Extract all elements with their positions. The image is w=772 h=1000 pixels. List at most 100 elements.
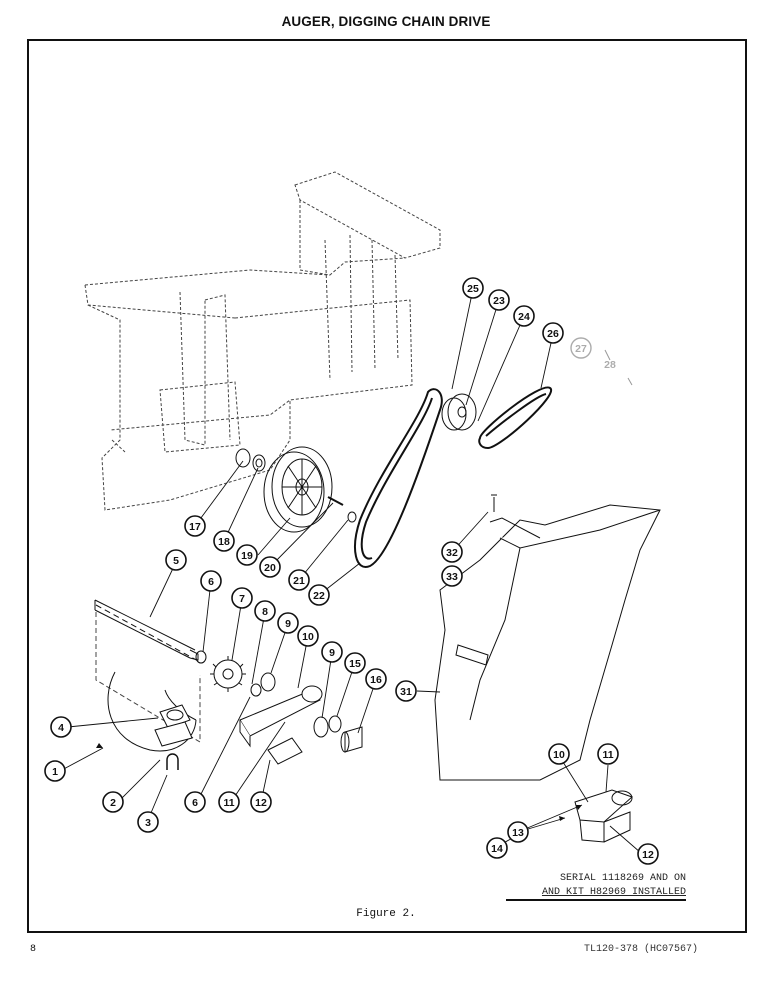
callout-labels: 1 2 3 4 5 6 6 7 8 9 10 9 15 16 11 12 31 … (44, 277, 659, 865)
callout-16: 16 (365, 668, 387, 690)
callout-4: 4 (50, 716, 72, 738)
svg-text:6: 6 (192, 797, 198, 809)
callout-26: 26 (542, 322, 564, 344)
assembly-outline (95, 612, 201, 743)
belt-guard (434, 504, 661, 781)
callout-28: 28 (604, 359, 616, 371)
callout-14: 14 (486, 837, 508, 859)
small-belt (478, 386, 553, 450)
svg-text:22: 22 (313, 590, 325, 602)
document-reference: TL120-378 (HC07567) (583, 944, 698, 955)
auger-frame-housing (84, 171, 441, 511)
page-title: AUGER, DIGGING CHAIN DRIVE (281, 14, 491, 29)
svg-text:16: 16 (370, 674, 382, 686)
callout-19: 19 (236, 544, 258, 566)
callout-3: 3 (137, 811, 159, 833)
key-20 (327, 496, 344, 506)
callout-9a: 9 (277, 612, 299, 634)
serial-note-line1: SERIAL 1118269 AND ON (559, 873, 686, 884)
svg-text:6: 6 (208, 576, 214, 588)
callout-15: 15 (344, 652, 366, 674)
svg-text:12: 12 (255, 797, 267, 809)
svg-text:12: 12 (642, 849, 654, 861)
svg-text:10: 10 (553, 749, 565, 761)
svg-text:32: 32 (446, 547, 458, 559)
svg-text:33: 33 (446, 571, 458, 583)
washer-17-18 (235, 448, 266, 472)
svg-text:27: 27 (575, 343, 587, 355)
svg-text:3: 3 (145, 817, 151, 829)
u-bolt (166, 753, 179, 770)
svg-text:7: 7 (239, 593, 245, 605)
svg-text:11: 11 (223, 797, 234, 809)
sprocket (210, 656, 246, 692)
snap-ring-6b (250, 683, 262, 697)
callout-33: 33 (441, 565, 463, 587)
callout-23: 23 (488, 289, 510, 311)
svg-text:17: 17 (189, 521, 201, 533)
leader-arrows (96, 743, 582, 821)
large-pulley (263, 446, 333, 533)
callout-17: 17 (184, 515, 206, 537)
callout-6b: 6 (184, 791, 206, 813)
callout-11a: 11 (218, 791, 240, 813)
callout-7: 7 (231, 587, 253, 609)
kit-inset-bracket (574, 789, 633, 843)
callout-22: 22 (308, 584, 330, 606)
svg-text:14: 14 (491, 843, 503, 855)
drive-shaft (94, 599, 201, 663)
callout-12a: 12 (250, 791, 272, 813)
ring-21 (347, 511, 357, 523)
callout-5: 5 (165, 549, 187, 571)
callout-32: 32 (441, 541, 463, 563)
small-pulley (441, 393, 477, 431)
svg-text:4: 4 (58, 722, 64, 734)
figure-frame (27, 39, 747, 933)
callout-1: 1 (44, 760, 66, 782)
svg-text:1: 1 (52, 766, 58, 778)
callout-10a: 10 (297, 625, 319, 647)
svg-text:15: 15 (349, 658, 361, 670)
bracket-12 (267, 737, 303, 765)
svg-text:26: 26 (547, 328, 559, 340)
svg-text:28: 28 (604, 359, 616, 371)
svg-text:23: 23 (493, 295, 505, 307)
serial-note-rule (506, 899, 686, 901)
svg-text:31: 31 (400, 686, 412, 698)
callout-8: 8 (254, 600, 276, 622)
callout-25: 25 (462, 277, 484, 299)
faint-parts (604, 349, 633, 386)
svg-text:19: 19 (241, 550, 253, 562)
page-number: 8 (30, 944, 37, 955)
bolt-32 (489, 494, 541, 539)
auger-hub (154, 704, 193, 747)
callout-24: 24 (513, 305, 535, 327)
ring-9a (260, 672, 276, 692)
spacer-16 (340, 726, 363, 753)
svg-text:20: 20 (264, 562, 276, 574)
svg-text:18: 18 (218, 536, 230, 548)
callout-2: 2 (102, 791, 124, 813)
idler-arm (239, 685, 323, 748)
svg-text:10: 10 (302, 631, 314, 643)
callout-21: 21 (288, 569, 310, 591)
svg-text:25: 25 (467, 283, 479, 295)
callout-18: 18 (213, 530, 235, 552)
svg-text:9: 9 (329, 647, 335, 659)
callout-10b: 10 (548, 743, 570, 765)
callout-27: 27 (570, 337, 592, 359)
figure-caption: Figure 2. (356, 908, 416, 920)
svg-text:13: 13 (512, 827, 524, 839)
callout-12b: 12 (637, 843, 659, 865)
svg-text:9: 9 (285, 618, 291, 630)
callout-6a: 6 (200, 570, 222, 592)
callout-9b: 9 (321, 641, 343, 663)
svg-text:2: 2 (110, 797, 116, 809)
bushing-15 (328, 715, 342, 733)
callout-13: 13 (507, 821, 529, 843)
callout-31: 31 (395, 680, 417, 702)
svg-text:24: 24 (518, 311, 530, 323)
svg-text:11: 11 (602, 749, 613, 761)
callout-11b: 11 (597, 743, 619, 765)
